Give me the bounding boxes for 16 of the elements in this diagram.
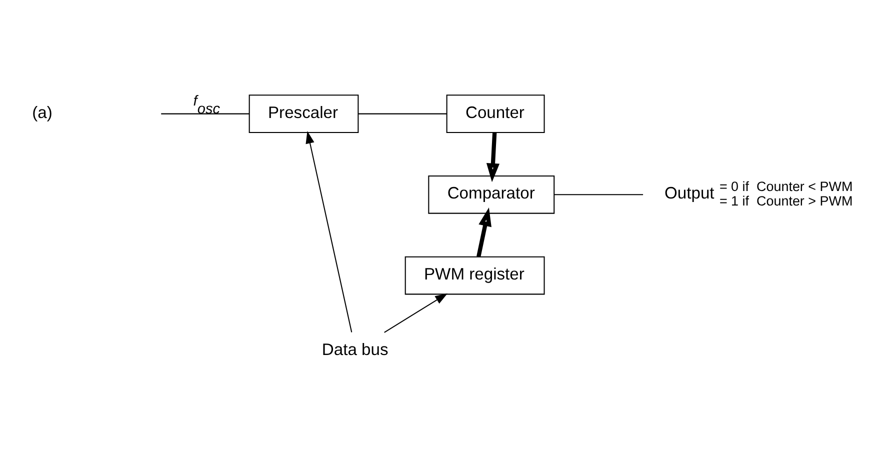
label: (a) (32, 102, 52, 122)
node-label: = 1 if Counter > PWM (719, 192, 853, 208)
arrow (476, 206, 492, 257)
arrow (306, 130, 352, 332)
arrow (384, 292, 448, 332)
node-box: PWM register (404, 256, 545, 294)
node-text: Output (664, 183, 714, 202)
connector (358, 112, 447, 114)
node-box: Comparator (428, 174, 555, 214)
node-box: Counter (446, 94, 545, 132)
node-label: = 0 if Counter < PWM (719, 178, 853, 194)
node-text: Data bus (322, 340, 388, 359)
connector (554, 194, 644, 195)
connector (161, 112, 250, 114)
node-box: Prescaler (248, 94, 359, 132)
arrow (486, 132, 500, 182)
